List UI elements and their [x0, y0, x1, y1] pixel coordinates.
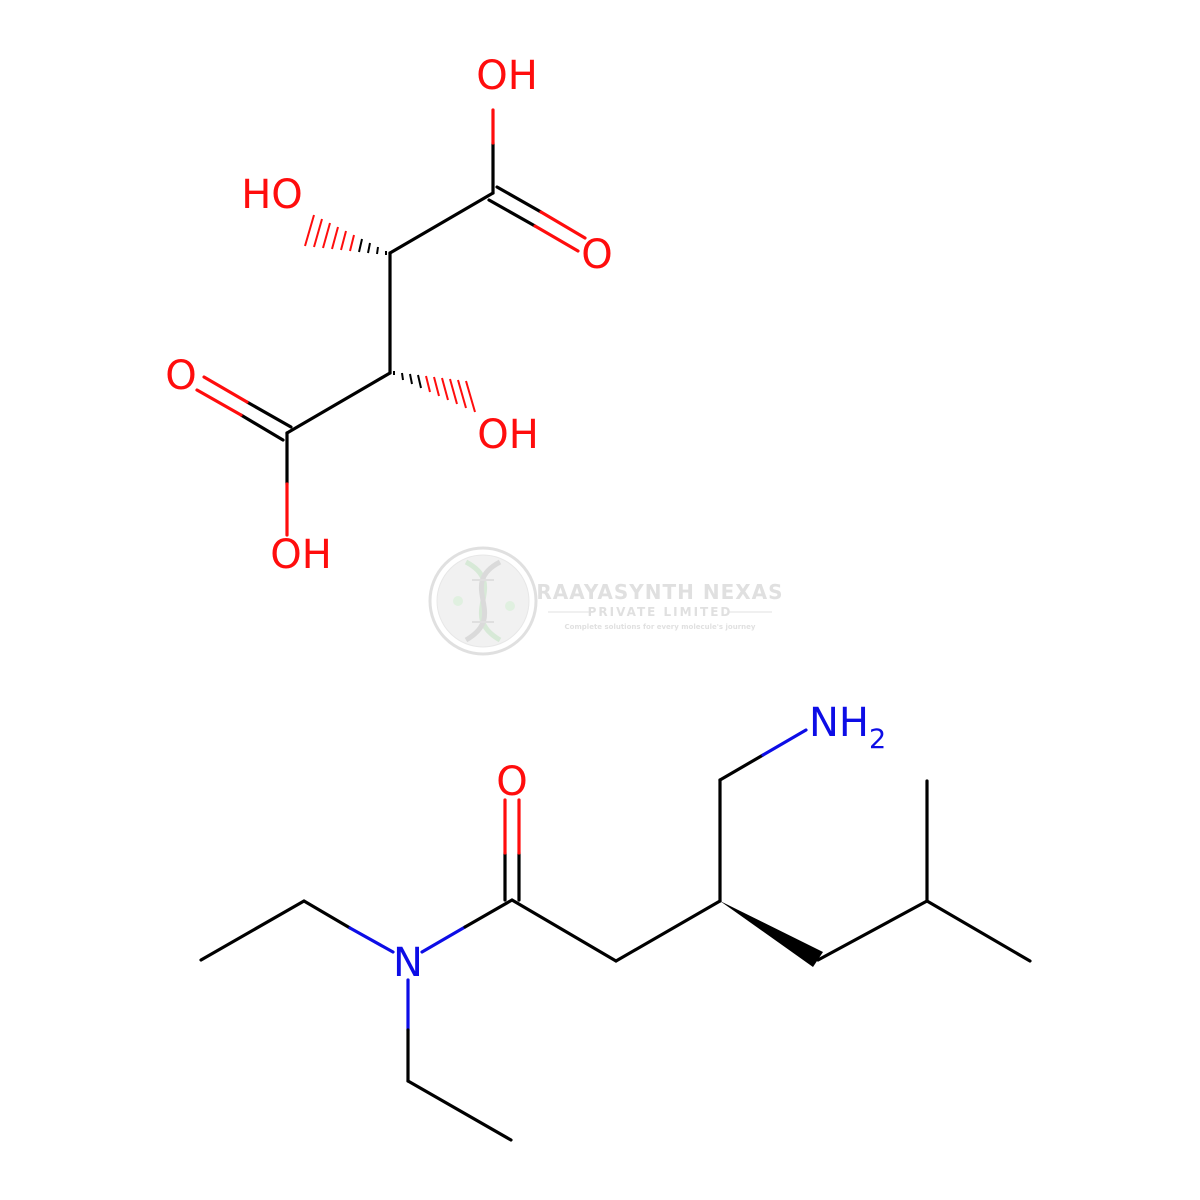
bond-c4-o-double-b-red: [202, 375, 249, 404]
atom-oh-mid: OH: [477, 412, 539, 458]
hash-wedge-c2-ho: [304, 214, 387, 255]
watermark-tagline: Complete solutions for every molecule's …: [565, 623, 756, 631]
atom-n-amide: N: [393, 940, 423, 986]
bond-ethyl2-ch2-ch3: [406, 1079, 513, 1142]
atom-ho-left: HO: [241, 172, 303, 218]
atom-nh2: NH2: [809, 700, 886, 755]
bond-ethyl1-ch2-n: [302, 899, 352, 930]
atom-oh-top: OH: [476, 53, 538, 99]
bond-ch2-nh2-blue: [761, 728, 808, 757]
bond-c4-o-double-b: [245, 400, 293, 429]
bond-c3-c4: [285, 371, 392, 435]
bond-ethyl1-ch3-ch2: [199, 899, 306, 962]
amide-molecule: O N NH2: [199, 700, 1032, 1142]
bond-c1-o-double-b-red: [539, 210, 587, 240]
watermark-title: RAAYASYNTH NEXAS: [536, 580, 783, 604]
atom-o-right: O: [581, 232, 612, 278]
tartaric-acid-molecule: OH HO O O OH OH: [165, 53, 612, 578]
watermark-subtitle: PRIVATE LIMITED: [588, 605, 733, 619]
bond-c1-o-double-a-red: [533, 224, 580, 253]
bond-ch2-ch: [614, 899, 722, 963]
hash-wedge-c3-oh: [393, 371, 476, 413]
bond-c4-o-double-a-red: [195, 388, 243, 417]
bond-c1-c2: [388, 191, 495, 255]
bond-c1-o-double-a: [487, 198, 537, 228]
watermark: RAAYASYNTH NEXAS PRIVATE LIMITED Complet…: [428, 546, 783, 656]
bond-n-carbonyl-blue: [420, 925, 467, 954]
bond-c1-o-double-b: [495, 185, 543, 214]
dna-helix-logo-icon: [428, 546, 538, 656]
atom-o-left: O: [165, 353, 196, 399]
atom-oh-bottom: OH: [270, 532, 332, 578]
bond-c4-o-double-a: [239, 413, 285, 442]
solid-wedge-ch-ch2: [720, 901, 823, 967]
bond-ethyl1-ch2-n-blue: [348, 926, 395, 954]
bond-isopropyl-ch3-right: [925, 899, 1032, 963]
bond-carbonyl-ch2: [510, 898, 618, 963]
bond-n-carbonyl: [463, 898, 514, 929]
bond-ch2-nh2: [718, 753, 765, 782]
atom-o-carbonyl: O: [496, 759, 527, 805]
bond-ch2-isopropyl: [816, 899, 929, 962]
